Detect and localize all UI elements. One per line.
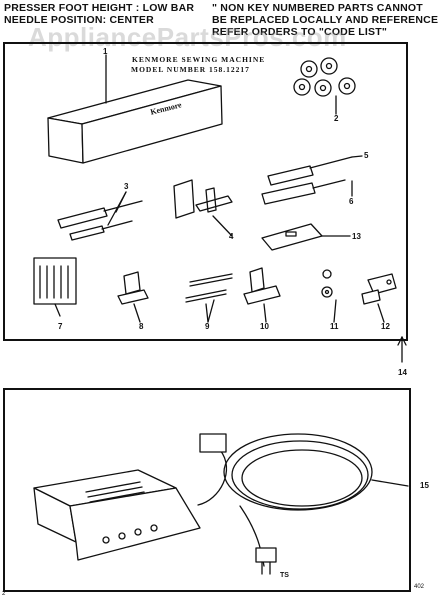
throat-plate-part-13 [261,223,351,251]
rods-part-9 [185,273,233,323]
header-right-line-1: " NON KEY NUMBERED PARTS CANNOT [212,2,423,14]
needle-pack-part-7 [33,257,77,317]
presser-foot-part-8 [117,271,149,323]
header-right-line-3: REFER ORDERS TO "CODE LIST" [212,26,388,38]
header-right-note: " NON KEY NUMBERED PARTS CANNOT BE REPLA… [212,2,438,38]
footer-code: TS [280,572,289,579]
part-number-13: 13 [352,232,361,241]
screwdrivers-part-3 [57,191,143,241]
foot-control-frame [3,388,411,592]
part-number-6: 6 [349,197,354,206]
part-number-9: 9 [205,322,210,331]
page-number-right: 402 [414,584,425,590]
part-number-2: 2 [334,114,339,123]
part-number-12: 12 [381,322,390,331]
watermark: AppliancePartsPros.com [28,22,347,52]
part-number-10: 10 [260,322,269,331]
part-number-15: 15 [420,481,429,490]
header-left-line-2: NEEDLE POSITION: CENTER [4,14,154,26]
part-number-3: 3 [124,182,129,191]
part-number-4: 4 [229,232,234,241]
part-number-8: 8 [139,322,144,331]
bracket-part-12 [361,273,397,323]
seam-guide-part-4 [173,179,233,237]
diagram-subtitle-2: MODEL NUMBER 158.12217 [131,65,250,74]
part-number-14: 14 [398,368,407,377]
header-left-note: PRESSER FOOT HEIGHT : LOW BAR NEEDLE POS… [4,2,194,26]
page-number-left: 2 [2,591,6,597]
zipper-foot-part-10 [243,267,281,323]
accessory-box-part-1 [47,54,223,164]
part-number-11: 11 [330,322,339,331]
foot-control-part-15 [33,433,409,575]
part-number-1: 1 [103,47,108,56]
accessories-frame [3,42,408,341]
diagram-subtitle-1: KENMORE SEWING MACHINE [132,55,266,64]
bobbins-part-2 [293,57,356,115]
brush-and-screwdriver-parts-5-6 [261,155,363,205]
header-right-line-2: BE REPLACED LOCALLY AND REFERENCE [212,14,438,26]
header-left-line-1: PRESSER FOOT HEIGHT : LOW BAR [4,2,195,14]
part-number-7: 7 [58,322,63,331]
part-number-5: 5 [364,151,369,160]
washers-part-11 [321,269,337,323]
